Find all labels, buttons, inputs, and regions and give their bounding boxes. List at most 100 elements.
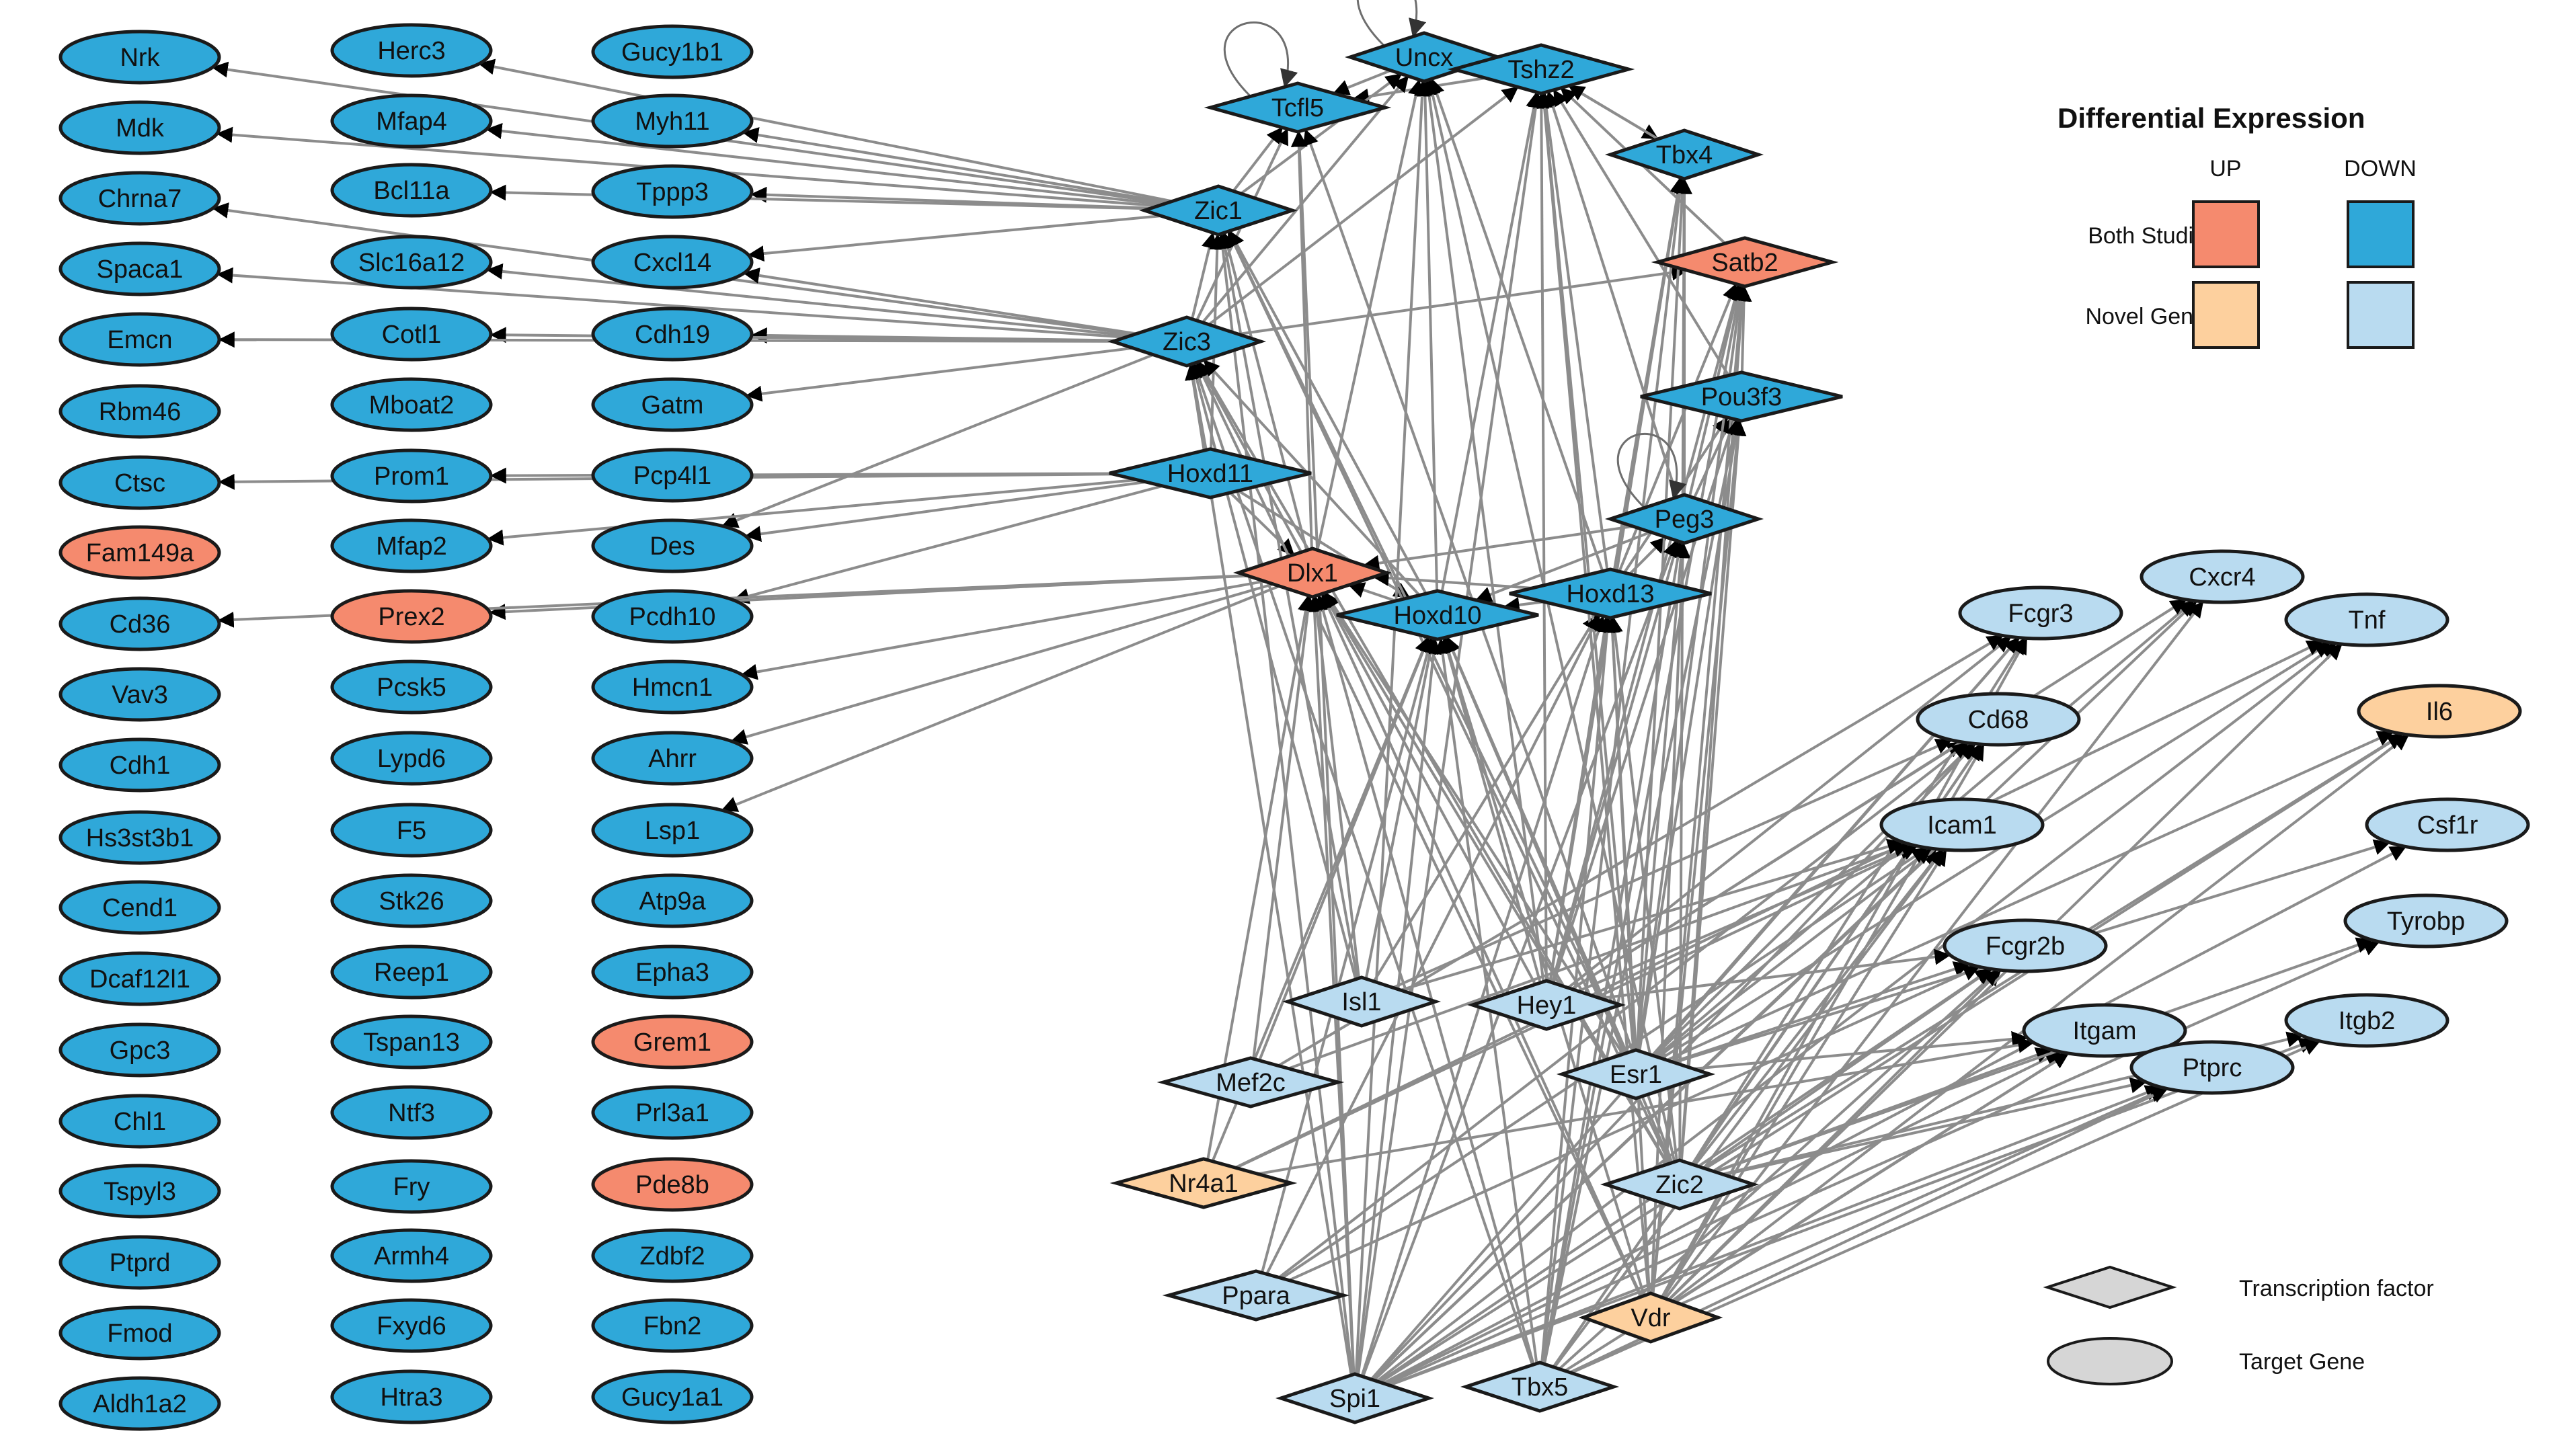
node-label-stk26: Stk26 [379,887,444,916]
edge-zic1-to-myh11 [742,127,1170,204]
edge-hoxd10-to-dlx1 [1347,582,1397,602]
node-label-tcfl5: Tcfl5 [1271,94,1324,122]
edge-mef2c-to-icam1 [1288,842,1910,1070]
target-ellipse-zdbf2 [591,1228,754,1283]
target-ellipse-csf1r [2365,797,2530,852]
edge-vdr-to-satb2 [1651,284,1750,1295]
edge-nr4a1-to-tnf [1234,640,2324,1169]
node-label-cd68: Cd68 [1968,706,2029,734]
target-node-csf1r: Csf1r [2365,797,2530,852]
target-ellipse-emcn [58,312,221,367]
node-label-pou3f3: Pou3f3 [1701,383,1782,411]
target-ellipse-hs3st3b1 [58,810,221,865]
target-node-mboat2: Mboat2 [330,377,493,432]
edge-zic1-to-bcl11a [489,184,1150,210]
node-label-ptprc: Ptprc [2183,1054,2242,1082]
tf-node-zic2: Zic2 [1600,1158,1760,1211]
edge-isl1-to-zic1 [1217,232,1359,979]
edge-isl1-to-hoxd13 [1372,614,1599,983]
target-node-htra3: Htra3 [330,1369,493,1424]
target-ellipse-gpc3 [58,1022,221,1078]
node-label-cdh19: Cdh19 [635,321,710,349]
tf-node-esr1: Esr1 [1556,1048,1716,1100]
node-layer: NrkMdkChrna7Spaca1EmcnRbm46CtscFam149aCd… [58,23,2530,1431]
edge-zic2-to-icam1 [1693,848,1944,1166]
node-label-gucy1a1: Gucy1a1 [621,1383,723,1412]
tf-diamond-isl1 [1282,975,1442,1028]
node-label-itgb2: Itgb2 [2339,1007,2396,1035]
target-ellipse-grem1 [591,1014,754,1069]
tf-node-hey1: Hey1 [1466,979,1626,1031]
target-node-tyrobp: Tyrobp [2343,893,2509,948]
edge-esr1-to-tbx4 [1635,177,1690,1051]
legend: Differential Expression UP DOWN Both Stu… [2043,102,2434,1385]
target-ellipse-epha3 [591,944,754,1000]
target-node-prl3a1: Prl3a1 [591,1085,754,1140]
target-ellipse-slc16a12 [330,235,493,290]
node-label-peg3: Peg3 [1655,505,1715,534]
target-ellipse-chl1 [58,1094,221,1149]
node-label-fmod: Fmod [107,1320,172,1348]
target-node-fam149a: Fam149a [58,525,221,580]
edge-ppara-to-hoxd10 [1260,637,1436,1274]
node-label-ppara: Ppara [1222,1282,1290,1310]
target-ellipse-itgam [2022,1003,2187,1058]
node-label-zic3: Zic3 [1163,328,1211,356]
target-node-slc16a12: Slc16a12 [330,235,493,290]
target-ellipse-gatm [591,377,754,432]
tf-node-satb2: Satb2 [1651,236,1839,288]
target-ellipse-fam149a [58,525,221,580]
target-ellipse-atp9a [591,873,754,928]
edge-spi1-to-hoxd13 [1360,615,1606,1377]
target-ellipse-vav3 [58,667,221,722]
edge-peg3-to-dlx1 [1363,525,1633,571]
edge-hey1-to-cxcr4 [1571,598,2187,990]
tf-diamond-nr4a1 [1109,1157,1298,1209]
target-ellipse-icam1 [1879,797,2045,852]
target-ellipse-ntf3 [330,1085,493,1140]
node-label-pde8b: Pde8b [635,1171,709,1199]
edge-spi1-to-zic1 [1214,233,1354,1375]
target-node-prom1: Prom1 [330,448,493,503]
edge-spi1-to-uncx [1354,80,1431,1375]
node-label-cend1: Cend1 [102,894,178,922]
legend-title: Differential Expression [2057,102,2365,134]
edge-hoxd11-to-des [744,481,1146,542]
node-label-hoxd11: Hoxd11 [1167,460,1253,488]
edge-nr4a1-to-itgam [1257,1037,2035,1176]
edge-hoxd11-to-pcdh10 [732,484,1163,604]
target-ellipse-cdh19 [591,307,754,362]
tf-node-tshz2: Tshz2 [1447,43,1635,95]
target-node-fxyd6: Fxyd6 [330,1298,493,1353]
edge-uncx-to-tcfl5 [1333,69,1392,95]
target-node-hs3st3b1: Hs3st3b1 [58,810,221,865]
edge-dlx1-to-ahrr [730,582,1274,745]
node-label-mef2c: Mef2c [1216,1069,1285,1097]
tf-node-spi1: Spi1 [1275,1372,1435,1424]
self-loop-uncx [1356,0,1427,46]
tf-diamond-zic3 [1107,315,1267,368]
edge-vdr-to-pou3f3 [1651,419,1746,1295]
edge-zic3-to-tshz2 [1208,85,1519,326]
edge-hoxd13-to-uncx [1429,78,1604,572]
node-label-cotl1: Cotl1 [382,321,442,349]
target-node-fbn2: Fbn2 [591,1298,754,1353]
target-ellipse-pde8b [591,1157,754,1212]
target-ellipse-htra3 [330,1369,493,1424]
edge-zic2-to-uncx [1424,79,1676,1162]
target-node-chrna7: Chrna7 [58,171,221,226]
edge-hey1-to-uncx [1421,79,1545,982]
node-label-hoxd13: Hoxd13 [1567,580,1655,608]
edge-vdr-to-icam1 [1661,849,1948,1299]
target-node-nrk: Nrk [58,30,221,85]
tf-diamond-hoxd13 [1509,567,1712,620]
node-label-nrk: Nrk [120,44,160,72]
edge-esr1-to-dlx1 [1324,592,1624,1055]
node-label-zic1: Zic1 [1194,197,1243,225]
legend-up-label: UP [2209,156,2241,181]
target-ellipse-cdh1 [58,737,221,793]
node-label-fbn2: Fbn2 [643,1312,702,1340]
legend-transcription-factor-label: Transcription factor [2239,1276,2434,1301]
edge-spi1-to-zic3 [1185,364,1353,1376]
target-ellipse-ptprc [2129,1040,2295,1095]
